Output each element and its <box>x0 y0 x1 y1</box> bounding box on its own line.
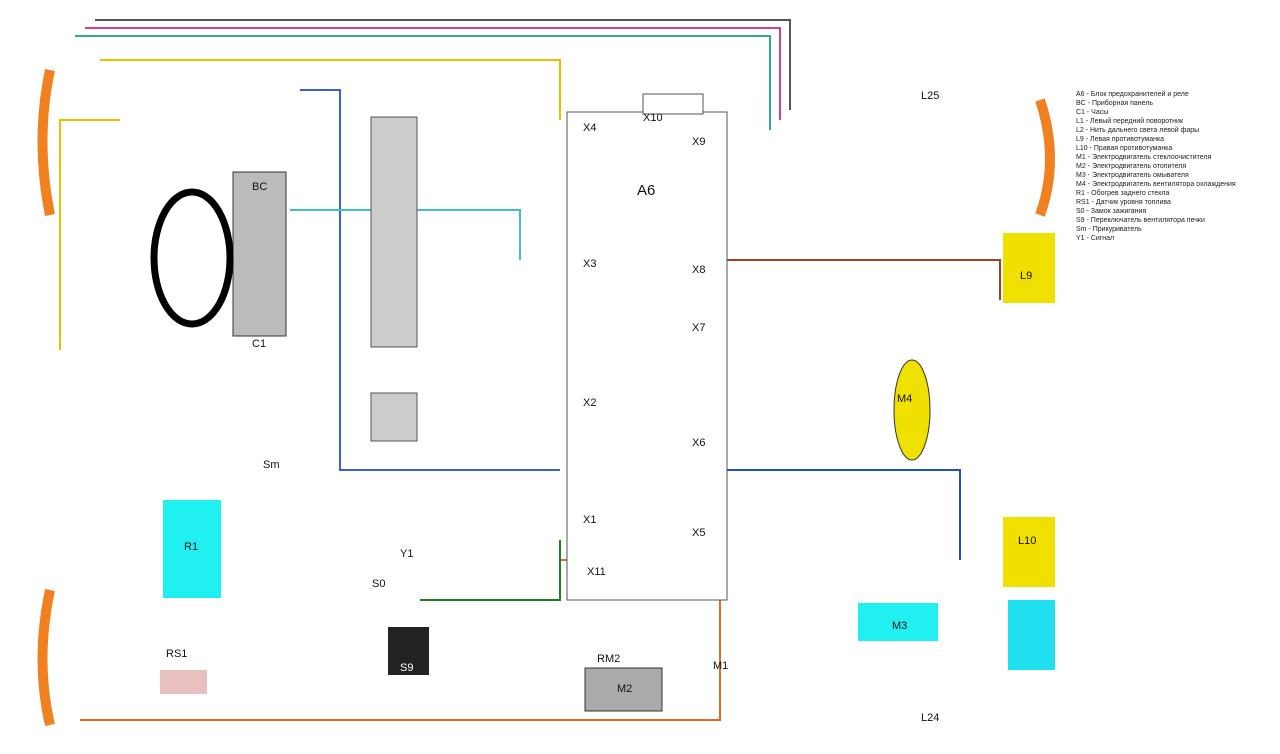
x10-label: X10 <box>643 112 663 124</box>
legend-item: Y1 - Сигнал <box>1076 235 1115 242</box>
x9-label: X9 <box>692 136 706 148</box>
legend: A6 - Блок предохранителей и реле BC - Пр… <box>1076 90 1276 243</box>
x4-label: X4 <box>583 122 597 134</box>
x11-label: X11 <box>587 566 606 578</box>
rs1-label: RS1 <box>166 648 188 660</box>
legend-item: M4 - Электродвигатель вентилятора охлажд… <box>1076 181 1236 188</box>
legend-item: R1 - Обогрев заднего стекла <box>1076 190 1170 197</box>
x7-label: X7 <box>692 322 706 334</box>
m4-label: M4 <box>897 393 913 405</box>
legend-item: L1 - Левый передний поворотник <box>1076 118 1184 125</box>
x2-label: X2 <box>583 397 597 409</box>
bc-label: BC <box>252 181 268 193</box>
x3-label: X3 <box>583 258 597 270</box>
legend-item: RS1 - Датчик уровня топлива <box>1076 199 1171 206</box>
legend-item: L10 - Правая противотуманка <box>1076 145 1173 152</box>
legend-item: M3 - Электродвигатель омывателя <box>1076 172 1189 179</box>
legend-item: L2 - Нить дальнего света левой фары <box>1076 127 1200 134</box>
x6-label: X6 <box>692 437 706 449</box>
sm-label: Sm <box>263 459 280 471</box>
legend-item: M2 - Электродвигатель отопителя <box>1076 163 1187 170</box>
legend-item: BC - Приборная панель <box>1076 100 1154 107</box>
m2-label: M2 <box>617 683 633 695</box>
l10-label: L10 <box>1018 535 1037 547</box>
l24-label: L24 <box>921 712 940 724</box>
y1-label: Y1 <box>400 548 414 560</box>
legend-item: M1 - Электродвигатель стеклоочистителя <box>1076 154 1212 161</box>
c1-label: C1 <box>252 338 267 350</box>
legend-item: C1 - Часы <box>1076 109 1109 116</box>
m1-label: M1 <box>713 660 729 672</box>
legend-item: S0 - Замок зажигания <box>1076 208 1147 215</box>
a6-label: A6 <box>637 182 656 199</box>
legend-item: Sm - Прикуриватель <box>1076 226 1142 233</box>
r1-label: R1 <box>184 541 199 553</box>
l9-label: L9 <box>1020 270 1033 282</box>
m3-label: M3 <box>892 620 908 632</box>
s0-label: S0 <box>372 578 386 590</box>
l25-label: L25 <box>921 90 940 102</box>
legend-item: S9 - Переключатель вентилятора печки <box>1076 217 1205 224</box>
rm2-label: RM2 <box>597 653 621 665</box>
s9-label: S9 <box>400 662 414 674</box>
x5-label: X5 <box>692 527 706 539</box>
x1-label: X1 <box>583 514 597 526</box>
legend-item: L9 - Левая противотуманка <box>1076 136 1165 143</box>
legend-item: A6 - Блок предохранителей и реле <box>1076 91 1189 98</box>
x8-label: X8 <box>692 264 706 276</box>
